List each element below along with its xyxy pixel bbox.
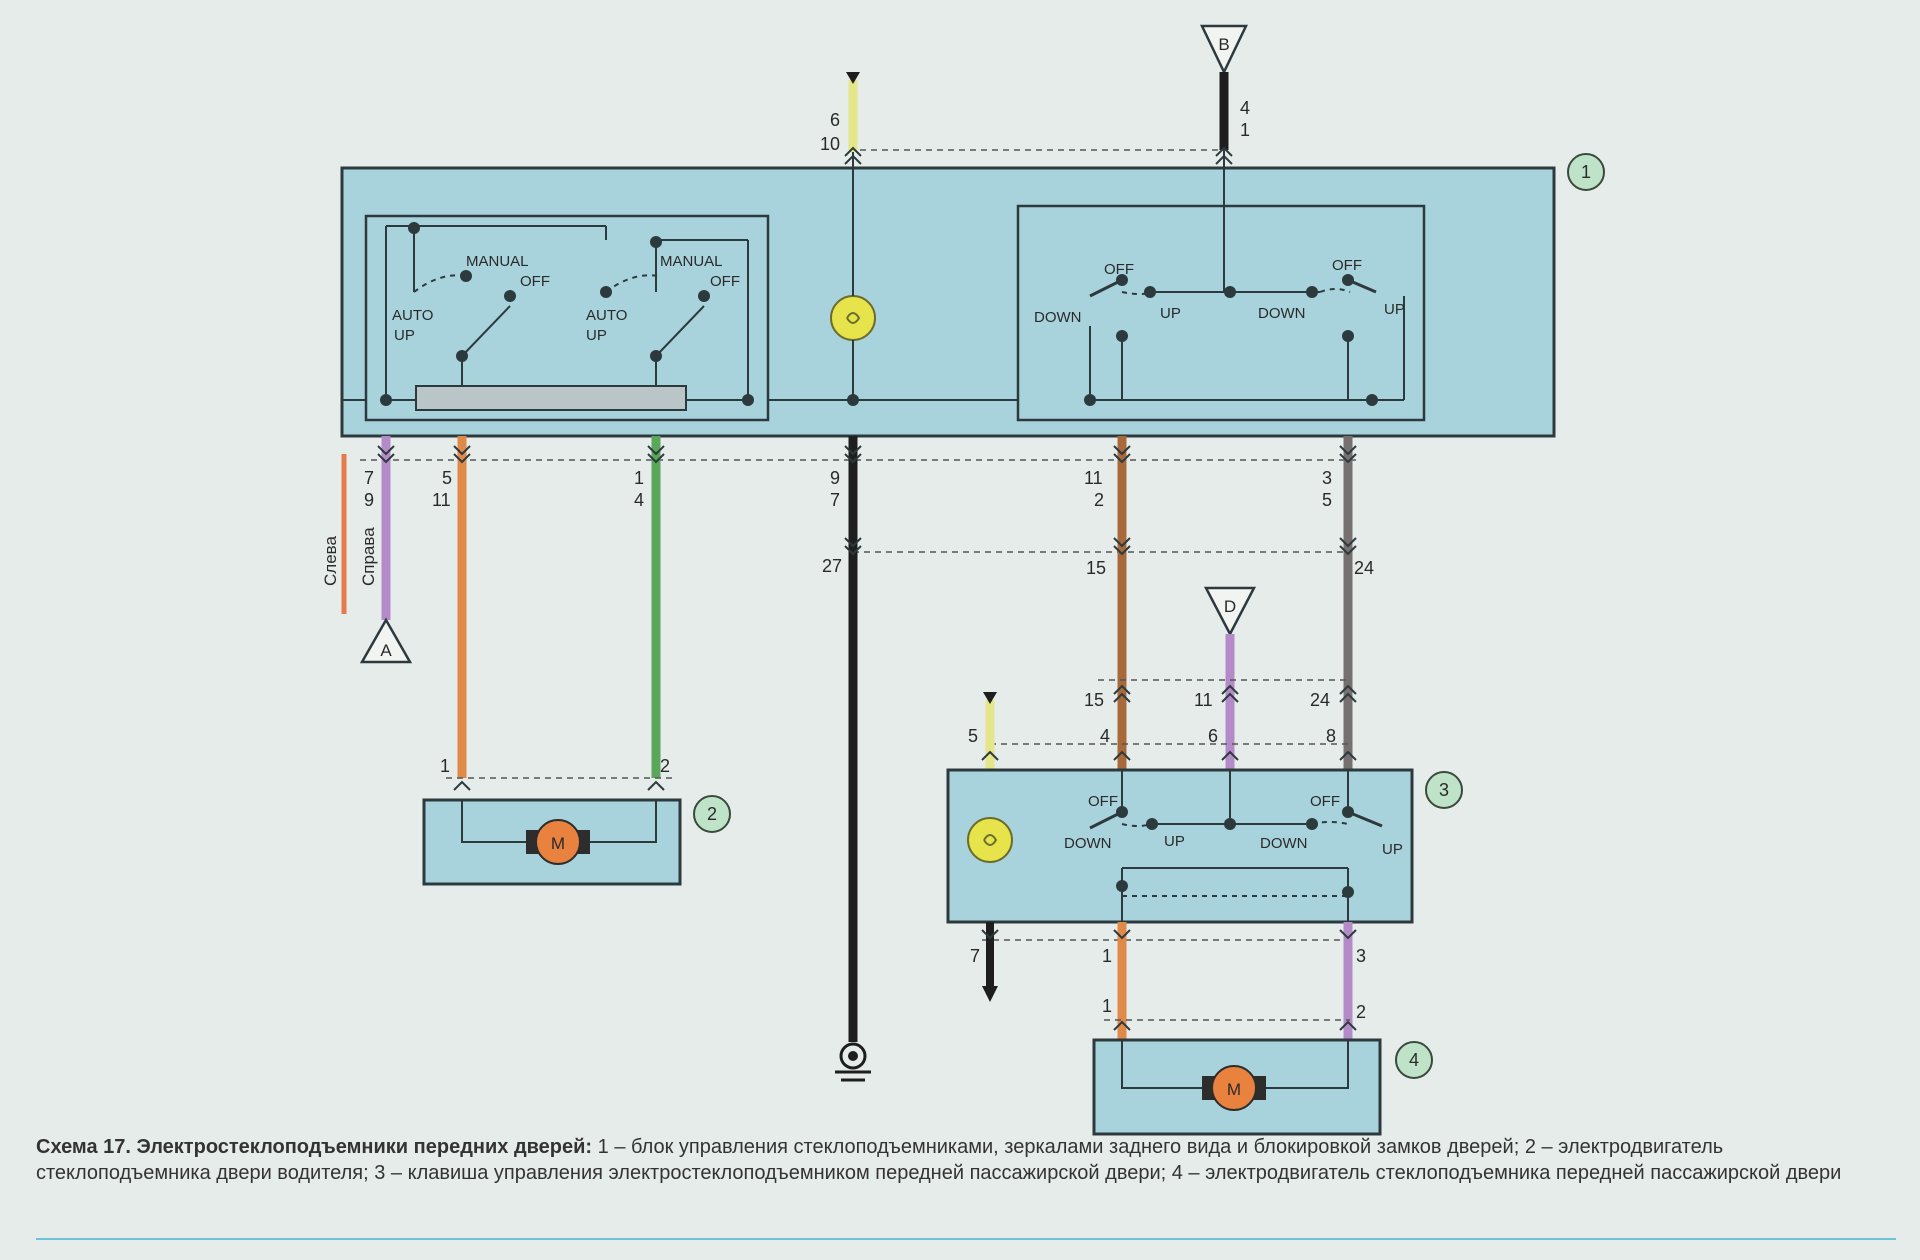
pin-b4: 4 — [1240, 98, 1250, 118]
pin-br2: 2 — [1094, 490, 1104, 510]
connector-d-label: D — [1224, 597, 1236, 616]
up-label-4: UP — [1384, 301, 1405, 318]
left-switch-wiring — [342, 150, 1405, 401]
pin-a7: 7 — [364, 468, 374, 488]
connector-b-label: B — [1218, 35, 1229, 54]
motor-icon-2 — [535, 819, 581, 865]
down-label-4: DOWN — [1260, 835, 1308, 852]
connector-a — [359, 617, 413, 664]
window-switch-group-right — [1016, 204, 1426, 422]
side-left-label: Слева — [321, 536, 340, 586]
off-label-3: OFF — [1104, 261, 1134, 278]
badge-3 — [1425, 771, 1463, 809]
pin-gr4: 4 — [634, 490, 644, 510]
arrow-yellow-3 — [983, 692, 997, 704]
pin-gy8: 8 — [1326, 726, 1336, 746]
connector-chevrons — [377, 146, 1357, 1031]
pin-m2-1: 1 — [440, 756, 450, 776]
up-label-3: UP — [1160, 305, 1181, 322]
caption-text: 1 – блок управления стеклоподъемниками, … — [36, 1136, 1842, 1184]
auto-label-2: AUTO — [586, 307, 627, 324]
pin-bk27: 27 — [822, 556, 842, 576]
connector-a-label: A — [380, 641, 392, 660]
up-label-6: UP — [1382, 841, 1403, 858]
up-label-1: UP — [394, 327, 415, 344]
manual-label-1: MANUAL — [466, 253, 529, 270]
pin-m4-1: 1 — [1102, 996, 1112, 1016]
pin-br15: 15 — [1086, 558, 1106, 578]
off-label-6: OFF — [1310, 793, 1340, 810]
pin-d11: 11 — [1194, 690, 1213, 710]
pin-br15b: 15 — [1084, 690, 1104, 710]
pin-or5: 5 — [442, 468, 452, 488]
badge-1-label: 1 — [1581, 162, 1591, 182]
pin-6: 6 — [830, 110, 840, 130]
pin-gy3: 3 — [1322, 468, 1332, 488]
down-label-3: DOWN — [1064, 835, 1112, 852]
up-label-2: UP — [586, 327, 607, 344]
pin-br4: 4 — [1100, 726, 1110, 746]
ground-icon — [839, 1042, 867, 1070]
pin-s3-7: 7 — [970, 946, 980, 966]
pin-gy5: 5 — [1322, 490, 1332, 510]
motor-2-label: M — [551, 834, 565, 853]
bottom-rule — [36, 1238, 1896, 1240]
motor-icon-4 — [1211, 1065, 1257, 1111]
off-label-1: OFF — [520, 273, 550, 290]
down-label-1: DOWN — [1034, 309, 1082, 326]
switch-bar — [415, 385, 687, 411]
connector-d — [1203, 586, 1257, 637]
pin-gy24b: 24 — [1310, 690, 1330, 710]
diagram-canvas: MANUAL OFF AUTO UP MANUAL OFF AUTO UP OF… — [321, 24, 1605, 1136]
up-label-5: UP — [1164, 833, 1185, 850]
down-label-2: DOWN — [1258, 305, 1306, 322]
pin-bk9: 9 — [830, 468, 840, 488]
pin-m4-2: 2 — [1356, 1002, 1366, 1022]
pin-b1: 1 — [1240, 120, 1250, 140]
pin-10: 10 — [820, 134, 840, 154]
arrow-top — [846, 72, 860, 84]
connector-b — [1200, 24, 1248, 75]
pin-y5: 5 — [968, 726, 978, 746]
pin-m2-2: 2 — [660, 756, 670, 776]
pin-s3-3: 3 — [1356, 946, 1366, 966]
pin-bk7: 7 — [830, 490, 840, 510]
badge-4 — [1395, 1041, 1433, 1079]
lamp-icon-3 — [967, 817, 1013, 863]
badge-1 — [1567, 153, 1605, 191]
lamp-icon-1 — [830, 295, 876, 341]
manual-label-2: MANUAL — [660, 253, 723, 270]
pin-a9: 9 — [364, 490, 374, 510]
badge-2 — [693, 795, 731, 833]
badge-4-label: 4 — [1409, 1050, 1419, 1070]
window-switch-group-left — [364, 214, 770, 422]
pin-or11: 11 — [432, 490, 451, 510]
auto-label-1: AUTO — [392, 307, 433, 324]
arrow-down-3 — [982, 986, 998, 1002]
pin-s3-1: 1 — [1102, 946, 1112, 966]
caption-title: Схема 17. Электростеклоподъемники передн… — [36, 1136, 593, 1158]
figure-caption: Схема 17. Электростеклоподъемники передн… — [36, 1134, 1896, 1186]
side-right-label: Справа — [359, 527, 378, 586]
pin-gr1: 1 — [634, 468, 644, 488]
pin-br11: 11 — [1084, 468, 1103, 488]
motor-4-label: M — [1227, 1080, 1241, 1099]
badge-2-label: 2 — [707, 804, 717, 824]
pin-gy24: 24 — [1354, 558, 1374, 578]
off-label-5: OFF — [1088, 793, 1118, 810]
off-label-2: OFF — [710, 273, 740, 290]
badge-3-label: 3 — [1439, 780, 1449, 800]
pin-d6: 6 — [1208, 726, 1218, 746]
off-label-4: OFF — [1332, 257, 1362, 274]
